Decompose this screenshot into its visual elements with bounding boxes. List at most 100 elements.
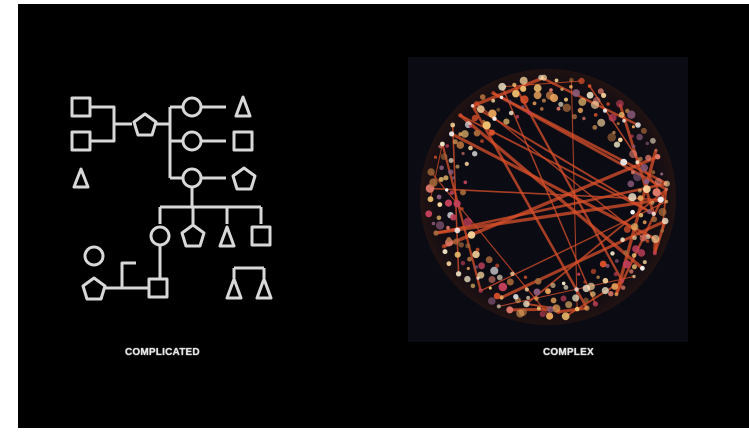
network-node <box>533 84 542 92</box>
network-edge <box>429 187 661 201</box>
network-node <box>471 114 479 122</box>
triangle-node <box>234 95 252 118</box>
network-node <box>540 74 547 81</box>
network-node <box>492 116 497 121</box>
complex-network-diagram <box>408 57 688 342</box>
network-node <box>629 269 634 274</box>
network-node <box>645 141 649 146</box>
network-node <box>516 309 525 318</box>
network-node <box>562 103 571 112</box>
network-edge <box>558 306 588 314</box>
network-node <box>596 275 600 279</box>
network-node <box>613 141 621 148</box>
network-edge <box>441 143 482 291</box>
network-node <box>638 213 644 218</box>
network-node <box>593 113 598 117</box>
network-node <box>652 251 657 256</box>
network-node <box>582 284 590 293</box>
square-node <box>232 130 254 152</box>
network-node <box>658 208 667 216</box>
network-node <box>446 261 452 267</box>
network-node <box>496 304 501 309</box>
network-node <box>614 292 619 297</box>
network-node <box>640 127 647 134</box>
network-node <box>473 129 481 137</box>
network-node <box>452 139 458 145</box>
network-node <box>565 301 573 309</box>
network-node <box>498 282 508 292</box>
network-node <box>631 223 639 231</box>
network-node <box>534 296 539 301</box>
network-node <box>545 288 551 295</box>
network-node <box>506 278 514 286</box>
network-node <box>601 287 609 295</box>
network-node <box>636 133 643 141</box>
network-node <box>470 283 476 289</box>
network-node <box>620 158 628 166</box>
network-node <box>651 170 656 175</box>
network-node <box>642 260 647 265</box>
network-node <box>664 199 669 204</box>
caption-complex: COMPLEX <box>543 347 594 358</box>
network-node <box>482 121 491 130</box>
network-node <box>642 220 647 225</box>
network-node <box>461 130 469 138</box>
network-node <box>479 94 486 100</box>
network-edge <box>615 188 668 295</box>
circle-node <box>149 225 171 247</box>
network-node <box>438 177 444 182</box>
network-node <box>558 101 564 107</box>
network-node <box>630 209 635 215</box>
network-node <box>583 280 587 284</box>
network-node <box>450 122 456 128</box>
network-node <box>654 148 658 152</box>
network-node <box>513 294 519 300</box>
network-node <box>637 249 646 257</box>
network-node <box>439 165 444 171</box>
network-node <box>451 176 456 180</box>
network-node <box>433 230 439 236</box>
network-node <box>454 227 461 234</box>
network-node <box>472 151 478 157</box>
network-node <box>461 151 465 156</box>
network-edge <box>570 80 578 310</box>
square-node <box>70 130 92 152</box>
network-node <box>460 189 466 196</box>
network-node <box>550 297 557 304</box>
network-node <box>449 190 454 195</box>
network-node <box>590 100 600 109</box>
network-node <box>475 247 480 252</box>
network-node <box>446 225 450 230</box>
network-node <box>610 251 615 256</box>
network-node <box>478 262 485 270</box>
network-node <box>632 235 637 241</box>
network-node <box>512 82 517 87</box>
network-node <box>627 110 636 119</box>
network-node <box>660 172 664 176</box>
network-node <box>632 274 636 279</box>
network-node <box>605 263 610 268</box>
network-node <box>630 134 634 138</box>
network-node <box>643 178 650 185</box>
network-node <box>458 242 464 248</box>
triangle-node <box>255 277 273 300</box>
network-node <box>613 271 619 277</box>
network-node <box>587 84 592 88</box>
pentagon-node <box>81 276 107 301</box>
network-node <box>488 276 496 283</box>
network-node <box>536 306 541 311</box>
network-node <box>652 188 661 197</box>
circle-node <box>181 130 203 152</box>
network-node <box>425 210 433 218</box>
network-node <box>560 295 567 302</box>
network-node <box>453 238 460 245</box>
network-node <box>646 209 652 215</box>
network-node <box>508 110 514 116</box>
network-edge <box>435 182 668 235</box>
network-node <box>651 216 658 223</box>
network-node <box>622 260 631 269</box>
network-node <box>463 180 468 185</box>
network-node <box>574 306 580 312</box>
network-node <box>640 164 649 172</box>
network-edge <box>501 86 597 305</box>
